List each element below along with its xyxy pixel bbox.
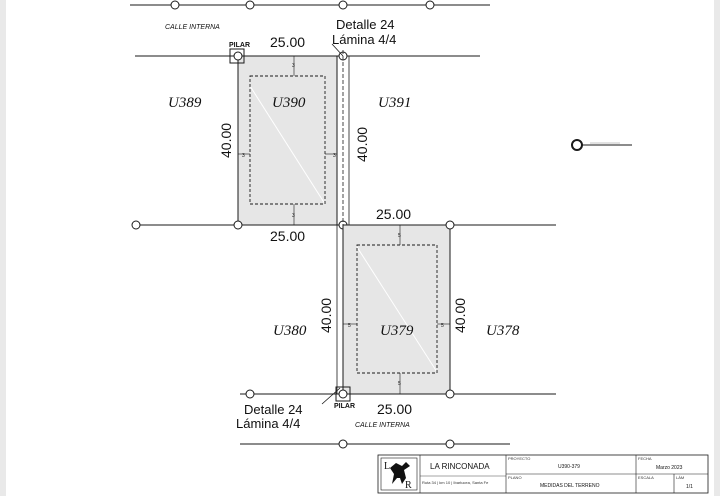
lamina-label: LÁM bbox=[676, 475, 684, 480]
lot-u379 bbox=[338, 220, 455, 399]
dim-u379-right: 40.00 bbox=[452, 298, 468, 333]
service-strip bbox=[336, 50, 350, 394]
logo-letter-r: R bbox=[405, 480, 412, 491]
pilar-marker-bottom bbox=[335, 386, 351, 402]
setback-tick: 3 bbox=[292, 213, 295, 219]
detail-bottom-line1: Detalle 24 bbox=[244, 402, 303, 417]
plano-value: MEDIDAS DEL TERRENO bbox=[540, 483, 600, 489]
lot-label-u378: U378 bbox=[486, 323, 520, 339]
setback-tick: 3 bbox=[242, 153, 245, 159]
logo-letter-l: L bbox=[384, 461, 390, 472]
bottom-street-label: CALLE INTERNA bbox=[355, 422, 410, 429]
plano-label: PLANO bbox=[508, 475, 522, 480]
viewer-left-edge bbox=[0, 0, 6, 496]
title-block bbox=[377, 454, 709, 494]
top-street-line bbox=[130, 0, 490, 10]
detail-top-line2: Lámina 4/4 bbox=[332, 32, 396, 47]
boundary-point bbox=[245, 389, 255, 399]
setback-tick: 5 bbox=[398, 381, 401, 387]
pilar-marker-top bbox=[229, 48, 245, 64]
company-logo: L R bbox=[380, 457, 418, 491]
detail-bottom-line2: Lámina 4/4 bbox=[236, 416, 300, 431]
setback-tick: 3 bbox=[333, 153, 336, 159]
lot-label-u391: U391 bbox=[378, 95, 411, 111]
setback-tick: 3 bbox=[292, 63, 295, 69]
north-arrow-icon bbox=[571, 139, 632, 151]
dim-u390-right: 40.00 bbox=[354, 127, 370, 162]
company-address: Ruta 34 | km 10 | Ibarlucea, Santa Fe bbox=[422, 480, 489, 485]
lot-label-u379: U379 bbox=[380, 323, 414, 339]
dim-u390-top: 25.00 bbox=[270, 34, 305, 50]
detail-top-line1: Detalle 24 bbox=[336, 17, 395, 32]
dim-u390-left: 40.00 bbox=[218, 123, 234, 158]
dim-u379-left: 40.00 bbox=[318, 298, 334, 333]
pilar-label-bottom: PILAR bbox=[334, 403, 355, 410]
lot-label-u389: U389 bbox=[168, 95, 202, 111]
viewer-right-edge bbox=[714, 0, 720, 496]
top-street-label: CALLE INTERNA bbox=[165, 24, 220, 31]
detail-callout-top: Detalle 24 Lámina 4/4 bbox=[331, 17, 396, 57]
lot-label-u390: U390 bbox=[272, 95, 306, 111]
dim-u379-top: 25.00 bbox=[376, 206, 411, 222]
boundary-point bbox=[131, 220, 141, 230]
fecha-label: FECHA bbox=[638, 456, 652, 461]
proyecto-label: PROYECTO bbox=[508, 456, 530, 461]
setback-tick: 5 bbox=[348, 323, 351, 329]
lot-label-u380: U380 bbox=[273, 323, 307, 339]
detail-callout-bottom: Detalle 24 Lámina 4/4 bbox=[236, 387, 341, 431]
company-name: LA RINCONADA bbox=[430, 462, 490, 471]
lamina-value: 1/1 bbox=[686, 484, 693, 490]
dim-u379-bottom: 25.00 bbox=[377, 401, 412, 417]
escala-label: ESCALA bbox=[638, 475, 654, 480]
setback-tick: 5 bbox=[441, 323, 444, 329]
dim-u390-bottom: 25.00 bbox=[270, 228, 305, 244]
setback-tick: 5 bbox=[398, 233, 401, 239]
fecha-value: Marzo 2023 bbox=[656, 465, 683, 471]
bottom-street-line bbox=[240, 439, 510, 449]
pilar-label-top: PILAR bbox=[229, 42, 250, 49]
proyecto-value: U390-379 bbox=[558, 464, 580, 470]
lot-u390 bbox=[233, 51, 348, 230]
